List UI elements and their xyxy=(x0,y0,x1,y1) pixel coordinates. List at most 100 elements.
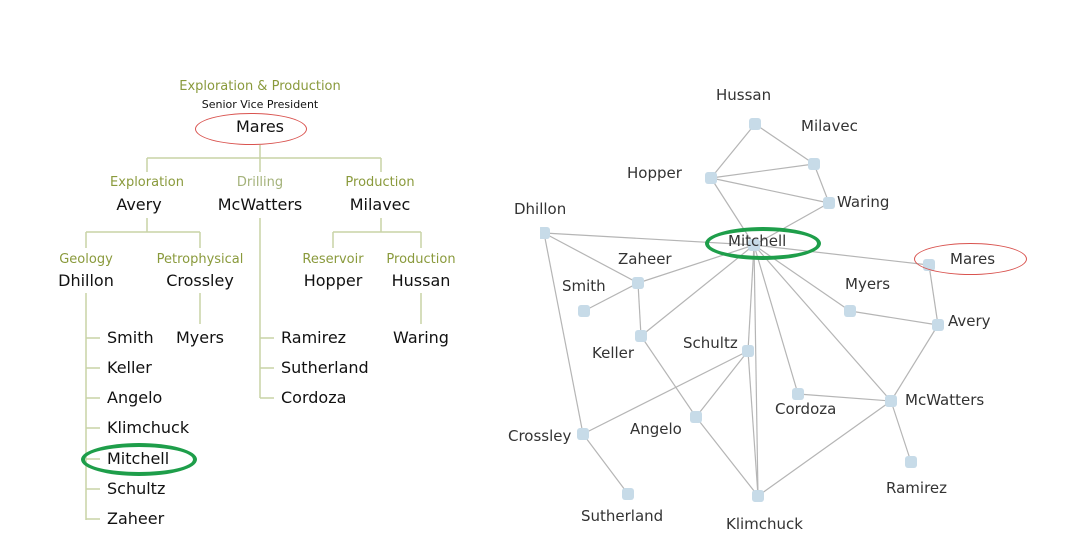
level3-dept-label: Petrophysical xyxy=(156,252,244,267)
informal-leader-highlight xyxy=(705,227,821,260)
network-node xyxy=(632,277,644,289)
network-edge xyxy=(757,400,892,497)
network-node xyxy=(905,456,917,468)
staff-name: Zaheer xyxy=(107,509,165,528)
level3-dept-label: Reservoir xyxy=(302,252,364,267)
level2-dept-label: Drilling xyxy=(236,175,284,190)
network-node xyxy=(578,305,590,317)
network-node-label: Crossley xyxy=(508,427,572,445)
network-edge xyxy=(543,232,584,435)
network-edge xyxy=(640,335,697,418)
staff-name: Schultz xyxy=(107,479,166,498)
network-edge xyxy=(890,324,939,402)
network-node-label: Keller xyxy=(592,344,635,362)
network-node xyxy=(844,305,856,317)
network-node xyxy=(742,345,754,357)
staff-name: Myers xyxy=(175,328,225,347)
level2-dept-label: Production xyxy=(345,175,415,190)
network-node xyxy=(932,319,944,331)
network-node-label: Ramirez xyxy=(886,479,948,497)
network-node xyxy=(823,197,835,209)
network-node xyxy=(540,227,550,239)
staff-name: Smith xyxy=(107,328,154,347)
network-edge xyxy=(849,310,939,326)
network-node xyxy=(749,118,761,130)
network-edge xyxy=(747,350,759,497)
staff-name: Waring xyxy=(393,328,449,347)
network-node-label: Angelo xyxy=(630,420,682,438)
network-edge xyxy=(543,232,639,284)
network-edge xyxy=(747,244,755,352)
top-title-label: Senior Vice President xyxy=(201,98,319,111)
staff-name: Cordoza xyxy=(281,388,347,407)
network-node-label: Hussan xyxy=(716,86,772,104)
formal-leader-highlight xyxy=(195,113,307,145)
network-edge xyxy=(695,350,749,418)
network-node-label: Klimchuck xyxy=(726,515,803,533)
network-node-label: Avery xyxy=(948,312,991,330)
network-edge xyxy=(637,282,642,337)
network-node-label: Mitchell xyxy=(728,232,787,250)
network-node xyxy=(690,411,702,423)
network-node-label: Myers xyxy=(845,275,891,293)
network-edge xyxy=(582,350,749,435)
network-node-label: Dhillon xyxy=(514,200,567,218)
network-node-label: Milavec xyxy=(801,117,858,135)
network-node-label: Waring xyxy=(837,193,890,211)
network-edge xyxy=(753,244,799,395)
network-node xyxy=(792,388,804,400)
level3-name-label: Hussan xyxy=(391,271,451,290)
network-edge xyxy=(640,244,755,337)
network-node xyxy=(705,172,717,184)
staff-name: Mitchell xyxy=(107,449,170,468)
network-node xyxy=(622,488,634,500)
network-edge xyxy=(797,393,892,402)
network-edge xyxy=(695,416,759,497)
staff-name: Sutherland xyxy=(281,358,369,377)
network-node-label: Sutherland xyxy=(581,507,664,525)
staff-name: Keller xyxy=(107,358,152,377)
network-node xyxy=(752,490,764,502)
network-node-label: Mares xyxy=(950,250,996,268)
network-node-label: McWatters xyxy=(905,391,985,409)
level2-name-label: Avery xyxy=(116,195,162,214)
network-node xyxy=(635,330,647,342)
network-edge xyxy=(710,177,830,204)
network-edge xyxy=(753,244,892,402)
network-edge xyxy=(582,433,629,495)
informal-leader-highlight xyxy=(81,443,197,476)
network-node-label: Zaheer xyxy=(618,250,672,268)
level3-name-label: Hopper xyxy=(303,271,363,290)
network-edge xyxy=(928,264,939,326)
network-edge xyxy=(890,400,912,463)
network-node xyxy=(885,395,897,407)
top-name-label: Mares xyxy=(235,117,285,136)
level3-name-label: Crossley xyxy=(166,271,234,290)
network-node-label: Hopper xyxy=(627,164,682,182)
network-edge xyxy=(583,282,639,312)
level2-dept-label: Exploration xyxy=(110,175,184,190)
network-edge xyxy=(753,244,759,497)
network-edge xyxy=(710,123,756,179)
staff-name: Klimchuck xyxy=(107,418,190,437)
level2-name-label: Milavec xyxy=(349,195,411,214)
network-node xyxy=(808,158,820,170)
network-edge xyxy=(813,163,830,204)
level3-name-label: Dhillon xyxy=(58,271,114,290)
org-chart: Exploration & Production Senior Vice Pre… xyxy=(58,79,456,528)
network-graph xyxy=(540,118,944,502)
level2-name-label: McWatters xyxy=(217,195,303,214)
top-dept-label: Exploration & Production xyxy=(179,79,341,94)
network-node-label: Schultz xyxy=(683,334,738,352)
level3-dept-label: Geology xyxy=(59,252,113,267)
network-node-label: Smith xyxy=(562,277,606,295)
network-edge xyxy=(754,123,815,165)
formal-leader-highlight xyxy=(914,243,1027,275)
network-node-label: Cordoza xyxy=(775,400,837,418)
network-node xyxy=(577,428,589,440)
level3-dept-label: Production xyxy=(386,252,456,267)
org-chart-connectors xyxy=(85,145,422,520)
staff-name: Ramirez xyxy=(281,328,347,347)
staff-name: Angelo xyxy=(107,388,163,407)
